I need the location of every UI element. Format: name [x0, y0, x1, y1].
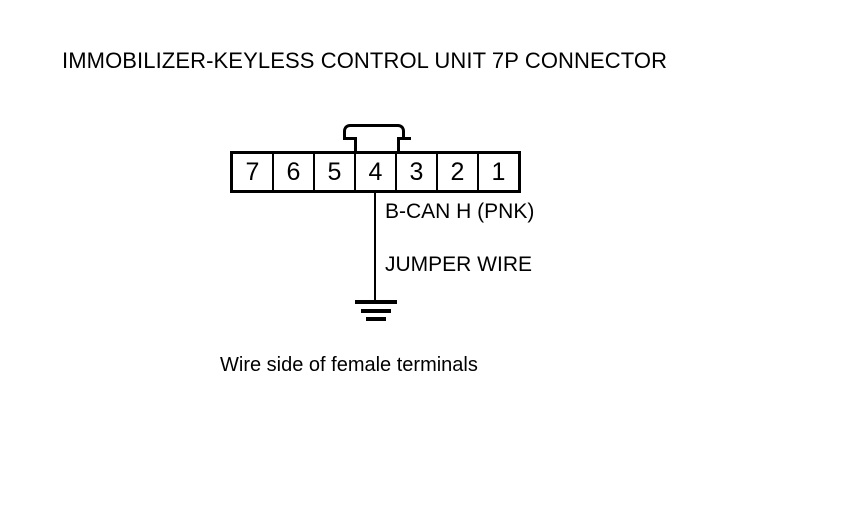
connector-pin-2: 2 [438, 154, 479, 190]
connector-pin-row: 7 6 5 4 3 2 1 [230, 151, 521, 193]
latch-shoulder-left [343, 137, 356, 140]
connector-pin-7: 7 [233, 154, 274, 190]
connector-assembly: 7 6 5 4 3 2 1 [230, 124, 522, 194]
connector-pin-6: 6 [274, 154, 315, 190]
pin-number-label: 2 [450, 157, 465, 186]
latch-neck-right [397, 137, 400, 152]
pin-number-label: 5 [327, 157, 342, 186]
connector-pin-4: 4 [356, 154, 397, 190]
pin-number-label: 4 [368, 157, 383, 186]
pin-number-label: 7 [245, 157, 260, 186]
ground-symbol-icon [352, 300, 400, 322]
wire-label-jumper-wire: JUMPER WIRE [385, 253, 532, 276]
connector-pin-1: 1 [479, 154, 518, 190]
ground-bar-top [355, 300, 397, 304]
connector-pin-3: 3 [397, 154, 438, 190]
jumper-wire-line [374, 192, 376, 302]
wire-label-bcan-h: B-CAN H (PNK) [385, 200, 535, 223]
pin-number-label: 1 [491, 157, 506, 186]
pin-number-label: 6 [286, 157, 301, 186]
ground-bar-middle [361, 309, 391, 313]
ground-bar-bottom [366, 317, 386, 321]
page-title: IMMOBILIZER-KEYLESS CONTROL UNIT 7P CONN… [62, 48, 668, 73]
latch-neck-left [354, 137, 357, 152]
pin-number-label: 3 [409, 157, 424, 186]
connector-pin-5: 5 [315, 154, 356, 190]
latch-shoulder-right [398, 137, 411, 140]
latch-head [343, 124, 405, 137]
connector-latch-icon [343, 124, 411, 152]
diagram-caption: Wire side of female terminals [220, 354, 478, 376]
